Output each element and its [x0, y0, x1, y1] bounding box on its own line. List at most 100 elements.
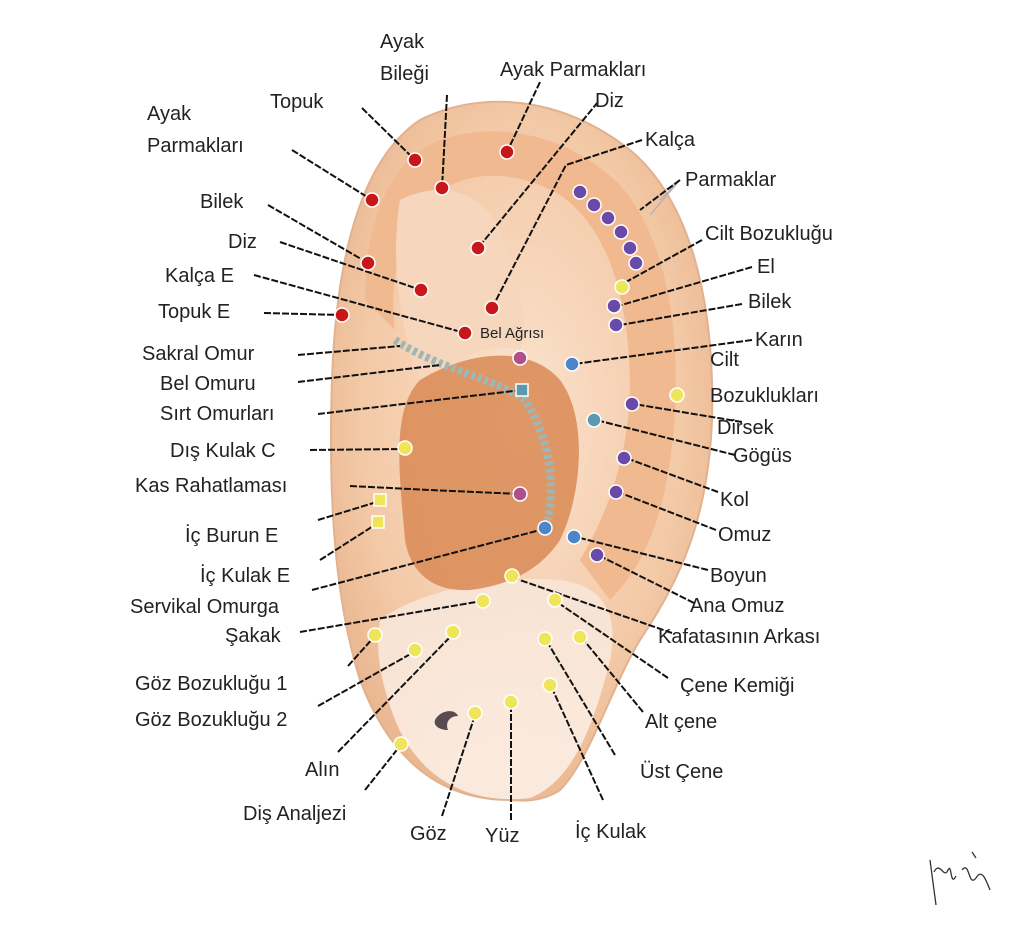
boyun-leader-line — [575, 536, 709, 571]
servikal-omurga-leader-line — [311, 528, 545, 591]
sirt-omurlari-point — [515, 383, 529, 397]
el-label: El — [757, 256, 775, 278]
alt-cene-point — [572, 629, 588, 645]
sakral-omur-label: Sakral Omur — [142, 343, 255, 365]
karin-leader-line — [573, 339, 753, 365]
dis-analjezi-point — [393, 736, 409, 752]
diz-left-point — [413, 282, 429, 298]
kalca-e-leader-line — [253, 274, 466, 334]
ust-cene-point — [537, 631, 553, 647]
boyun-label: Boyun — [710, 565, 767, 587]
dis-analjezi-leader-line — [364, 745, 401, 791]
kol-label: Kol — [720, 489, 749, 511]
kalca-e-label: Kalça E — [165, 265, 234, 287]
ayak-parmaklari-top-leader-line — [506, 81, 541, 153]
spine-line — [392, 336, 555, 521]
bilek-left-label: Bilek — [200, 191, 244, 213]
dis-kulak-c-label: Dış Kulak C — [170, 440, 276, 462]
ear-canal — [434, 711, 458, 730]
topuk-label: Topuk — [270, 91, 324, 113]
cilt-bozukluklari-1-point — [669, 387, 685, 403]
ic-kulak-leader-line — [550, 685, 604, 801]
ust-cene-leader-line — [545, 639, 616, 756]
yuz-label: Yüz — [485, 825, 519, 847]
ic-kulak-e-leader-line — [319, 522, 379, 561]
sirt-omurlari-label: Sırt Omurları — [160, 403, 274, 425]
ic-burun-e-label: İç Burun E — [185, 524, 278, 547]
kas-rahatlamasi-label: Kas Rahatlaması — [135, 475, 287, 497]
parmaklar-point — [600, 210, 616, 226]
ear-lobe — [378, 579, 613, 800]
kas-rahatlamasi-point — [512, 486, 528, 502]
parmaklar-point — [613, 224, 629, 240]
alin-point — [445, 624, 461, 640]
bilek-right-label: Bilek — [748, 291, 792, 313]
goz-bozuklugu-2-label: Göz Bozukluğu 2 — [135, 709, 287, 731]
topuk-point — [407, 152, 423, 168]
karin-point — [564, 356, 580, 372]
signature — [929, 851, 991, 906]
cene-kemigi-point — [547, 592, 563, 608]
cilt-bozukluklari-1-label: Cilt — [710, 349, 739, 371]
dis-analjezi-label: Diş Analjezi — [243, 803, 346, 825]
servikal-omurga-point — [537, 520, 553, 536]
ic-burun-e-leader-line — [317, 500, 381, 521]
topuk-e-label: Topuk E — [158, 301, 230, 323]
ic-kulak-point — [542, 677, 558, 693]
ana-omuz-point — [589, 547, 605, 563]
dis-kulak-c-leader-line — [309, 448, 405, 451]
parmaklar-point — [628, 255, 644, 271]
dirsek-point — [624, 396, 640, 412]
goz-bozuklugu-1-leader-line — [347, 636, 375, 667]
ust-cene-label: Üst Çene — [640, 761, 723, 783]
omuz-point — [608, 484, 624, 500]
ear-illustration — [329, 100, 714, 802]
ayak-bilegi-1-label: Ayak — [380, 31, 425, 53]
gogus-leader-line — [595, 419, 736, 456]
parmaklar-point — [572, 184, 588, 200]
diz-top-point — [470, 240, 486, 256]
cilt-bozuklugu-leader-line — [625, 239, 703, 283]
cilt-bozuklugu-point — [614, 279, 630, 295]
dis-kulak-c-point — [397, 440, 413, 456]
bilek-right-point — [608, 317, 624, 333]
diz-left-leader-line — [279, 241, 422, 291]
sirt-omurlari-leader-line — [317, 389, 523, 415]
bel-omuru-leader-line — [297, 364, 441, 383]
topuk-e-point — [334, 307, 350, 323]
ic-burun-e-point — [373, 493, 387, 507]
dirsek-label: Dirsek — [717, 417, 775, 439]
kalca-point — [484, 300, 500, 316]
bel-omuru-label: Bel Omuru — [160, 373, 256, 395]
goz-bozuklugu-2-point — [407, 642, 423, 658]
cilt-bozukluklari-2-label: Bozuklukları — [710, 385, 819, 407]
helix-inner — [365, 131, 676, 600]
diz-left-label: Diz — [228, 231, 257, 253]
ayak-parmaklari-top-point — [499, 144, 515, 160]
kas-rahatlamasi-leader-line — [349, 485, 521, 495]
parmaklar-fan-line — [649, 179, 681, 216]
ayak-bilegi-2-label: Bileği — [380, 63, 429, 85]
topuk-leader-line — [361, 107, 416, 161]
ana-omuz-label: Ana Omuz — [690, 595, 784, 617]
el-leader-line — [617, 266, 753, 307]
goz-bozuklugu-1-label: Göz Bozukluğu 1 — [135, 673, 287, 695]
goz-label: Göz — [410, 823, 447, 845]
ic-kulak-label: İç Kulak — [575, 820, 647, 843]
kafatasinin-arkasi-leader-line — [513, 577, 673, 634]
parmaklar-point — [586, 197, 602, 213]
ayak-bilegi-2-leader-line — [441, 94, 448, 189]
kafatasinin-arkasi-label: Kafatasının Arkası — [658, 626, 820, 648]
el-point — [606, 298, 622, 314]
sakak-leader-line — [299, 600, 483, 633]
kalca-e-point — [457, 325, 473, 341]
bilek-left-leader-line — [267, 204, 369, 264]
bilek-right-leader-line — [619, 303, 743, 326]
omuz-label: Omuz — [718, 524, 771, 546]
omuz-leader-line — [617, 491, 717, 531]
goz-bozuklugu-2-leader-line — [317, 651, 415, 707]
parmaklar-point — [622, 240, 638, 256]
boyun-point — [566, 529, 582, 545]
